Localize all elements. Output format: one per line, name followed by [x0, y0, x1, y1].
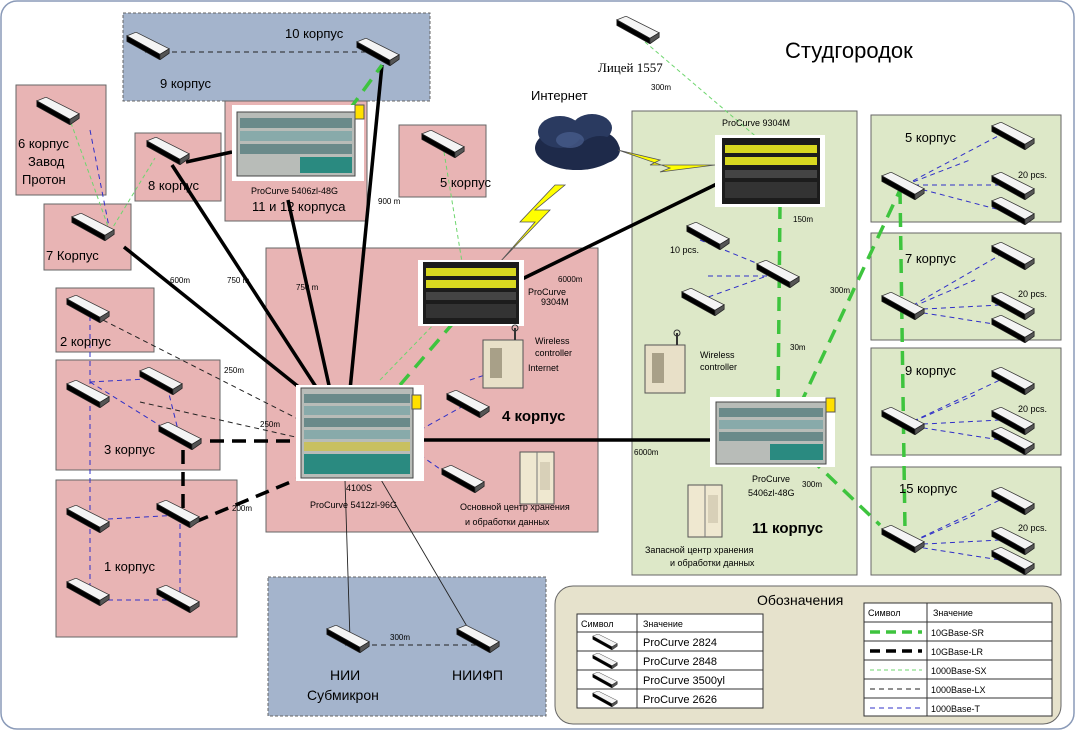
- chassis-5412: [296, 385, 424, 481]
- distance-label: 600m: [170, 276, 190, 285]
- building-label: Завод: [28, 154, 65, 169]
- device-label: ProCurve 5406zl-48G: [251, 186, 338, 196]
- legend-link: 1000Base-T: [931, 704, 981, 714]
- legend-device: ProCurve 2848: [643, 656, 717, 668]
- zone-r9: [870, 347, 1062, 456]
- device-label: 4100S: [346, 483, 372, 493]
- count-label: 10 pcs.: [670, 245, 699, 255]
- wireless-controller-icon: [482, 324, 524, 389]
- zone-1: [55, 479, 238, 638]
- distance-label: 900 m: [378, 197, 401, 206]
- building-label: 2 корпус: [60, 334, 112, 349]
- building-label: 5 корпус: [905, 130, 957, 145]
- distance-label: 30m: [790, 343, 806, 352]
- chassis-5406-b: [710, 397, 836, 467]
- legend-device: ProCurve 2824: [643, 637, 717, 649]
- building-label: 4 корпус: [502, 408, 566, 425]
- chassis-9304-right: [715, 135, 825, 207]
- building-label: 1 корпус: [104, 559, 156, 574]
- distance-label: 300m: [830, 286, 850, 295]
- legend-link: 10GBase-SR: [931, 628, 985, 638]
- device-label: ProCurve 5412zl-96G: [310, 500, 397, 510]
- building-label: 6 корпус: [18, 136, 70, 151]
- legend-header: Значение: [933, 608, 973, 618]
- device-label: ProCurve: [752, 474, 790, 484]
- device-label: ProCurve 9304M: [722, 118, 790, 128]
- legend-link: 10GBase-LR: [931, 647, 984, 657]
- chassis-9304-left: [418, 260, 524, 326]
- building-label: 8 корпус: [148, 178, 200, 193]
- legend-link: 1000Base-LX: [931, 685, 986, 695]
- distance-label: 750 m: [296, 283, 319, 292]
- distance-label: 250m: [224, 366, 244, 375]
- legend-link: 1000Base-SX: [931, 666, 987, 676]
- device-label: 5406zl-48G: [748, 488, 795, 498]
- device-label: controller: [700, 362, 737, 372]
- distance-label: 300m: [651, 83, 671, 92]
- links: [69, 41, 1001, 646]
- building-label: 10 корпус: [285, 26, 344, 41]
- wireless-controller-icon: [644, 329, 686, 394]
- building-label: 9 корпус: [905, 363, 957, 378]
- building-label: 3 корпус: [104, 442, 156, 457]
- building-label: 15 корпус: [899, 481, 958, 496]
- device-label: 9304M: [541, 297, 569, 307]
- internet-cloud-icon: [535, 114, 620, 170]
- distance-label: 200m: [232, 504, 252, 513]
- zone-nii: [267, 576, 547, 717]
- legend-header: Символ: [868, 608, 900, 618]
- building-label: 5 корпус: [440, 175, 492, 190]
- distance-label: 250m: [260, 420, 280, 429]
- building-label: Субмикрон: [307, 687, 379, 703]
- lightning-icon: [499, 184, 567, 263]
- building-label: 11 корпус: [752, 520, 823, 537]
- building-label: Протон: [22, 172, 66, 187]
- device-label: Wireless: [535, 336, 570, 346]
- device-label: ProCurve: [528, 287, 566, 297]
- distance-labels: 300m 600m 750 m 750 m 900 m 6000m 150m 3…: [170, 83, 850, 642]
- campus-title: Студгородок: [785, 38, 913, 63]
- chassis-5406-a: [232, 104, 365, 181]
- legend-title: Обозначения: [757, 592, 843, 608]
- legend: Обозначения Символ Значение ProCurve 282…: [554, 585, 1062, 725]
- building-label: 7 корпус: [905, 251, 957, 266]
- legend-header: Символ: [581, 619, 613, 629]
- legend-header: Значение: [643, 619, 683, 629]
- count-label: 20 pcs.: [1018, 170, 1047, 180]
- distance-label: 6000m: [558, 275, 583, 284]
- server-cabinet-icon: [687, 484, 723, 538]
- device-label: controller: [535, 348, 572, 358]
- legend-device: ProCurve 2626: [643, 694, 717, 706]
- building-label: 7 Корпус: [46, 248, 99, 263]
- internet-label: Интернет: [531, 88, 588, 103]
- server-cabinet-icon: [519, 451, 555, 505]
- device-label: и обработки данных: [465, 517, 550, 527]
- device-label: 11 и 12 корпуса: [252, 199, 346, 214]
- building-label: НИИФП: [452, 667, 503, 683]
- lyceum-label: Лицей 1557: [598, 60, 663, 75]
- device-label: и обработки данных: [670, 558, 755, 568]
- device-label: Internet: [528, 363, 559, 373]
- zone-7: [43, 203, 132, 271]
- distance-label: 150m: [793, 215, 813, 224]
- zone-3: [55, 359, 221, 471]
- zone-r5: [870, 114, 1062, 223]
- count-label: 20 pcs.: [1018, 289, 1047, 299]
- distance-label: 300m: [802, 480, 822, 489]
- building-label: НИИ: [330, 667, 360, 683]
- device-label: Запасной центр хранения: [645, 545, 753, 555]
- distance-label: 300m: [390, 633, 410, 642]
- distance-label: 750 m: [227, 276, 250, 285]
- device-label: Wireless: [700, 350, 735, 360]
- building-label: 9 корпус: [160, 76, 212, 91]
- zone-6: [15, 84, 107, 196]
- distance-label: 6000m: [634, 448, 659, 457]
- count-label: 20 pcs.: [1018, 523, 1047, 533]
- zone-r15: [870, 466, 1062, 576]
- device-label: Основной центр хранения: [460, 502, 570, 512]
- legend-device: ProCurve 3500yl: [643, 675, 725, 687]
- count-label: 20 pcs.: [1018, 404, 1047, 414]
